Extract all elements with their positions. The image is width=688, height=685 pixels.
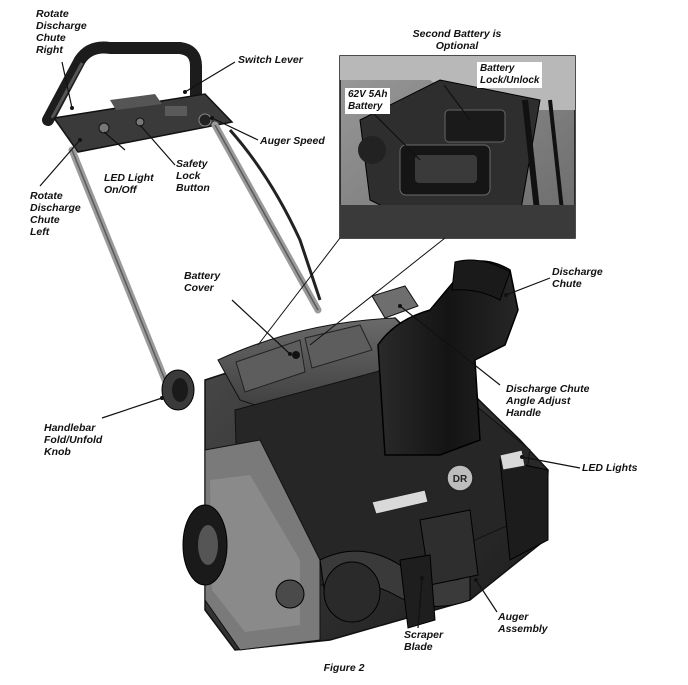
label-rotate-discharge-chute-right: Rotate Discharge Chute Right [36,8,87,56]
label-handlebar-fold-unfold-knob: Handlebar Fold/Unfold Knob [44,422,103,458]
label-auger-assembly: Auger Assembly [498,611,548,635]
handle-tubes [68,121,322,384]
figure-caption: Figure 2 [323,662,365,674]
label-discharge-chute: Discharge Chute [552,266,603,290]
label-battery-lock-unlock: Battery Lock/Unlock [477,62,543,88]
label-scraper-blade: Scraper Blade [404,629,444,653]
discharge-chute [371,259,519,456]
label-62v-5ah-battery: 62V 5Ah Battery [345,88,391,114]
label-auger-speed: Auger Speed [260,135,325,147]
label-switch-lever: Switch Lever [238,54,303,66]
label-discharge-chute-angle-adjust-handle: Discharge Chute Angle Adjust Handle [506,383,590,419]
handlebar [42,41,202,126]
label-led-light-on-off: LED Light On/Off [104,172,154,196]
inset-connector-right [309,237,446,346]
label-battery-cover: Battery Cover [184,270,221,294]
label-led-lights: LED Lights [582,462,638,474]
inset-connector-left [257,237,341,346]
label-rotate-discharge-chute-left: Rotate Discharge Chute Left [30,190,81,238]
dr-logo [446,464,474,492]
dr-logo-text: DR [453,474,468,485]
label-second-battery-optional: Second Battery is Optional [412,28,502,52]
label-safety-lock-button: Safety Lock Button [176,158,210,194]
callout-arrows [70,90,524,582]
callout-lines [39,61,581,629]
snow-blower-body: DR [161,317,549,651]
control-panel [52,93,234,153]
